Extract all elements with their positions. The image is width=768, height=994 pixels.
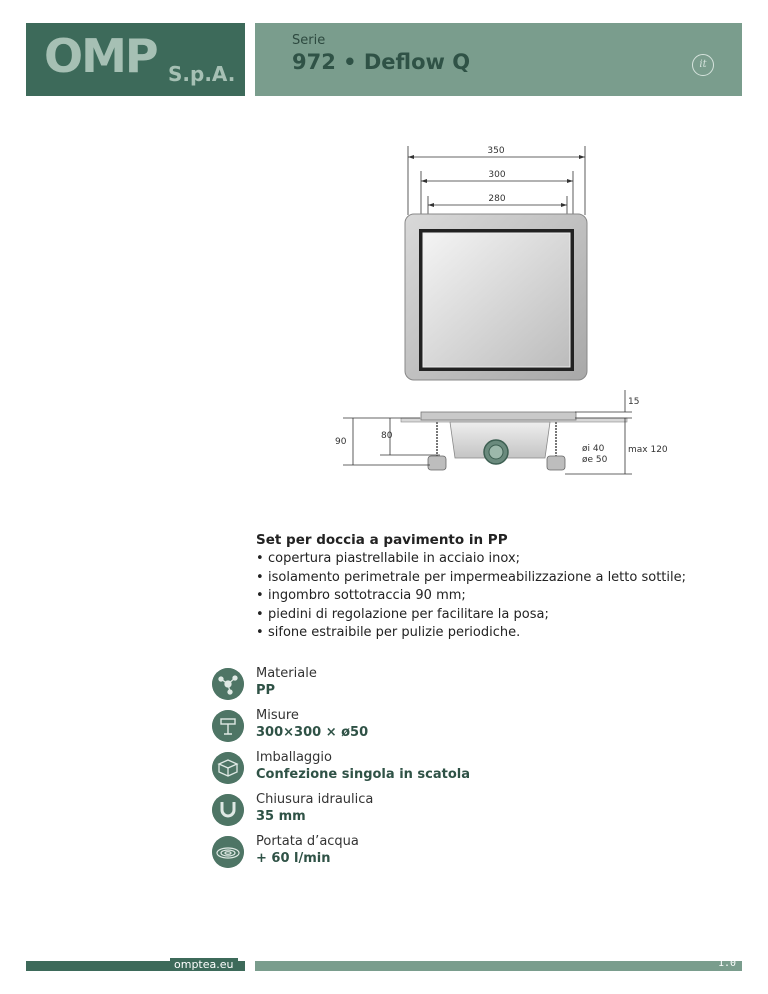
feature-item: sifone estraibile per pulizie periodiche… <box>256 624 686 643</box>
grate-cover <box>422 232 571 368</box>
feature-item: copertura piastrellabile in acciaio inox… <box>256 550 686 569</box>
spec-list: Materiale PP Misure 300×300 × ø50 Imball… <box>212 666 632 876</box>
spec-value: PP <box>256 683 276 698</box>
dim-90: 90 <box>335 437 347 447</box>
spec-label: Chiusura idraulica <box>256 792 374 807</box>
dim-280: 280 <box>488 194 505 204</box>
logo-company-suffix: S.p.A. <box>168 62 236 86</box>
footer-bar-right: 1.0 <box>255 958 742 971</box>
dim-80: 80 <box>381 431 393 441</box>
technical-drawing: 350 300 280 90 80 15 max 120 øi 40 øe 50 <box>335 146 668 475</box>
logo-mark: OMP <box>44 29 159 83</box>
side-dimension-lines <box>343 390 632 475</box>
dim-max-120: max 120 <box>628 445 668 455</box>
spec-water-seal: Chiusura idraulica 35 mm <box>212 792 632 834</box>
title-banner: Serie 972 • Deflow Q it <box>255 23 742 96</box>
feature-list: copertura piastrellabile in acciaio inox… <box>256 550 686 643</box>
spec-value: Confezione singola in scatola <box>256 767 471 782</box>
spec-label: Materiale <box>256 666 317 681</box>
dim-300: 300 <box>488 170 505 180</box>
dim-350: 350 <box>487 146 504 156</box>
dim-outer-diameter: øe 50 <box>582 455 608 465</box>
logo: OMP S.p.A. <box>26 23 245 96</box>
footer-website: omptea.eu <box>170 958 238 971</box>
flow-icon <box>212 836 244 868</box>
trap-icon <box>212 794 244 826</box>
spec-material: Materiale PP <box>212 666 632 708</box>
spec-dimensions: Misure 300×300 × ø50 <box>212 708 632 750</box>
spec-flow-rate: Portata d’acqua + 60 l/min <box>212 834 632 876</box>
spec-label: Portata d’acqua <box>256 834 359 849</box>
feature-item: piedini di regolazione per facilitare la… <box>256 606 686 625</box>
feature-item: isolamento perimetrale per impermeabiliz… <box>256 569 686 588</box>
spec-value: + 60 l/min <box>256 851 331 866</box>
description-title: Set per doccia a pavimento in PP <box>256 532 508 548</box>
measure-icon <box>212 710 244 742</box>
spec-value: 35 mm <box>256 809 306 824</box>
series-label: Serie <box>292 33 326 48</box>
side-view <box>400 411 628 471</box>
dim-15: 15 <box>628 397 639 407</box>
dimension-arrows <box>408 155 585 207</box>
footer-bar-left <box>26 961 245 971</box>
product-title: 972 • Deflow Q <box>292 50 471 74</box>
feature-item: ingombro sottotraccia 90 mm; <box>256 587 686 606</box>
material-icon <box>212 668 244 700</box>
spec-packaging: Imballaggio Confezione singola in scatol… <box>212 750 632 792</box>
spec-label: Misure <box>256 708 299 723</box>
document-version: 1.0 <box>717 958 736 969</box>
spec-value: 300×300 × ø50 <box>256 725 369 740</box>
product-description: Set per doccia a pavimento in PP copertu… <box>256 532 686 643</box>
spec-label: Imballaggio <box>256 750 332 765</box>
dim-inner-diameter: øi 40 <box>582 444 605 454</box>
language-badge: it <box>692 54 714 76</box>
package-icon <box>212 752 244 784</box>
